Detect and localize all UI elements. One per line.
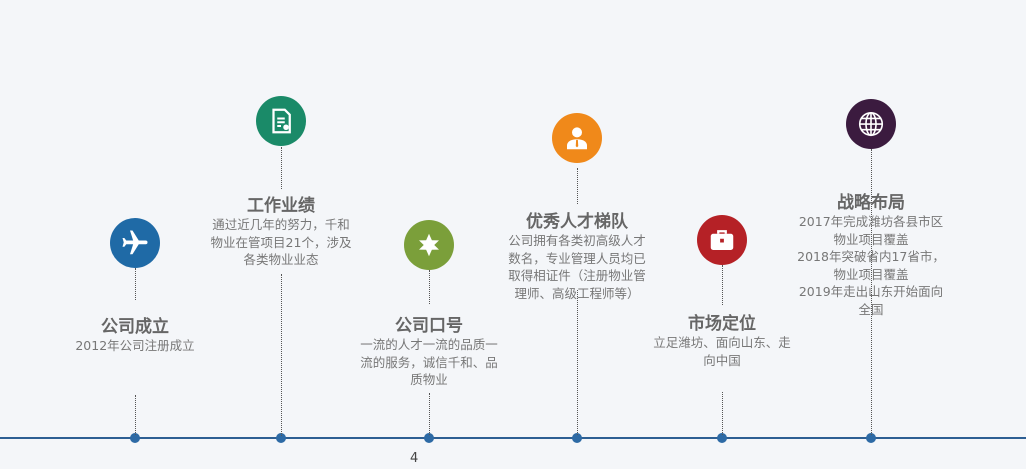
description-line: 通过近几年的努力，千和 (212, 217, 350, 232)
timeline-dot (276, 433, 286, 443)
milestone-title: 市场定位 (688, 314, 756, 334)
description-line: 全国 (858, 301, 884, 317)
timeline-dot (424, 433, 434, 443)
description-line: 物业在管项目21个，涉及 (210, 234, 352, 250)
milestone-title: 公司成立 (101, 317, 169, 337)
description-line: 2019年走出山东开始面向 (798, 284, 944, 299)
connector (281, 274, 282, 436)
connector (429, 270, 430, 304)
certificate-document-icon (256, 96, 306, 146)
connector (722, 392, 723, 435)
description-line: 立足潍坊、面向山东、走 (653, 335, 791, 350)
milestone-title: 战略布局 (837, 193, 905, 213)
milestone-description: 2012年公司注册成立 (50, 337, 220, 355)
connector (429, 393, 430, 435)
timeline-dot (130, 433, 140, 443)
connector (281, 147, 282, 189)
milestone-description: 2017年完成潍坊各县市区 物业项目覆盖 2018年突破省内17省市， 物业项目… (786, 213, 956, 318)
timeline-dot (866, 433, 876, 443)
milestone-title: 公司口号 (395, 316, 463, 336)
milestone-description: 通过近几年的努力，千和 物业在管项目21个，涉及 各类物业业态 (196, 216, 366, 269)
businessman-icon (552, 113, 602, 163)
connector (135, 268, 136, 300)
timeline-axis (0, 437, 1026, 439)
milestone-description: 公司拥有各类初高级人才 数名，专业管理人员均已 取得相证件（注册物业管 理师、高… (492, 232, 662, 302)
description-line: 向中国 (703, 352, 741, 368)
milestone-description: 一流的人才一流的品质一 流的服务，诚信千和、品 质物业 (344, 336, 514, 389)
milestone-title: 工作业绩 (247, 196, 315, 216)
description-line: 数名，专业管理人员均已 (508, 250, 646, 266)
connector (871, 149, 872, 435)
connector (722, 265, 723, 305)
description-line: 公司拥有各类初高级人才 (508, 233, 646, 248)
description-line: 质物业 (410, 372, 448, 387)
description-line: 2017年完成潍坊各县市区 (798, 214, 944, 229)
description-line: 流的服务，诚信千和、品 (360, 354, 498, 370)
description-line: 物业项目覆盖 (833, 231, 909, 247)
connector (135, 395, 136, 435)
globe-icon (846, 99, 896, 149)
description-line: 取得相证件（注册物业管 (508, 268, 646, 283)
description-line: 各类物业业态 (243, 252, 319, 267)
timeline-dot (572, 433, 582, 443)
connector (577, 290, 578, 435)
milestone-title: 优秀人才梯队 (526, 212, 628, 232)
connector (577, 168, 578, 204)
milestone-description: 立足潍坊、面向山东、走 向中国 (637, 334, 807, 369)
description-line: 一流的人才一流的品质一 (360, 337, 498, 352)
description-line: 2012年公司注册成立 (75, 338, 195, 353)
timeline-dot (717, 433, 727, 443)
description-line: 物业项目覆盖 (833, 266, 909, 282)
page-number: 4 (410, 451, 419, 466)
sheriff-star-icon (404, 220, 454, 270)
description-line: 理师、高级工程师等） (514, 285, 640, 301)
description-line: 2018年突破省内17省市， (797, 249, 945, 264)
airplane-icon (110, 218, 160, 268)
briefcase-icon (697, 215, 747, 265)
